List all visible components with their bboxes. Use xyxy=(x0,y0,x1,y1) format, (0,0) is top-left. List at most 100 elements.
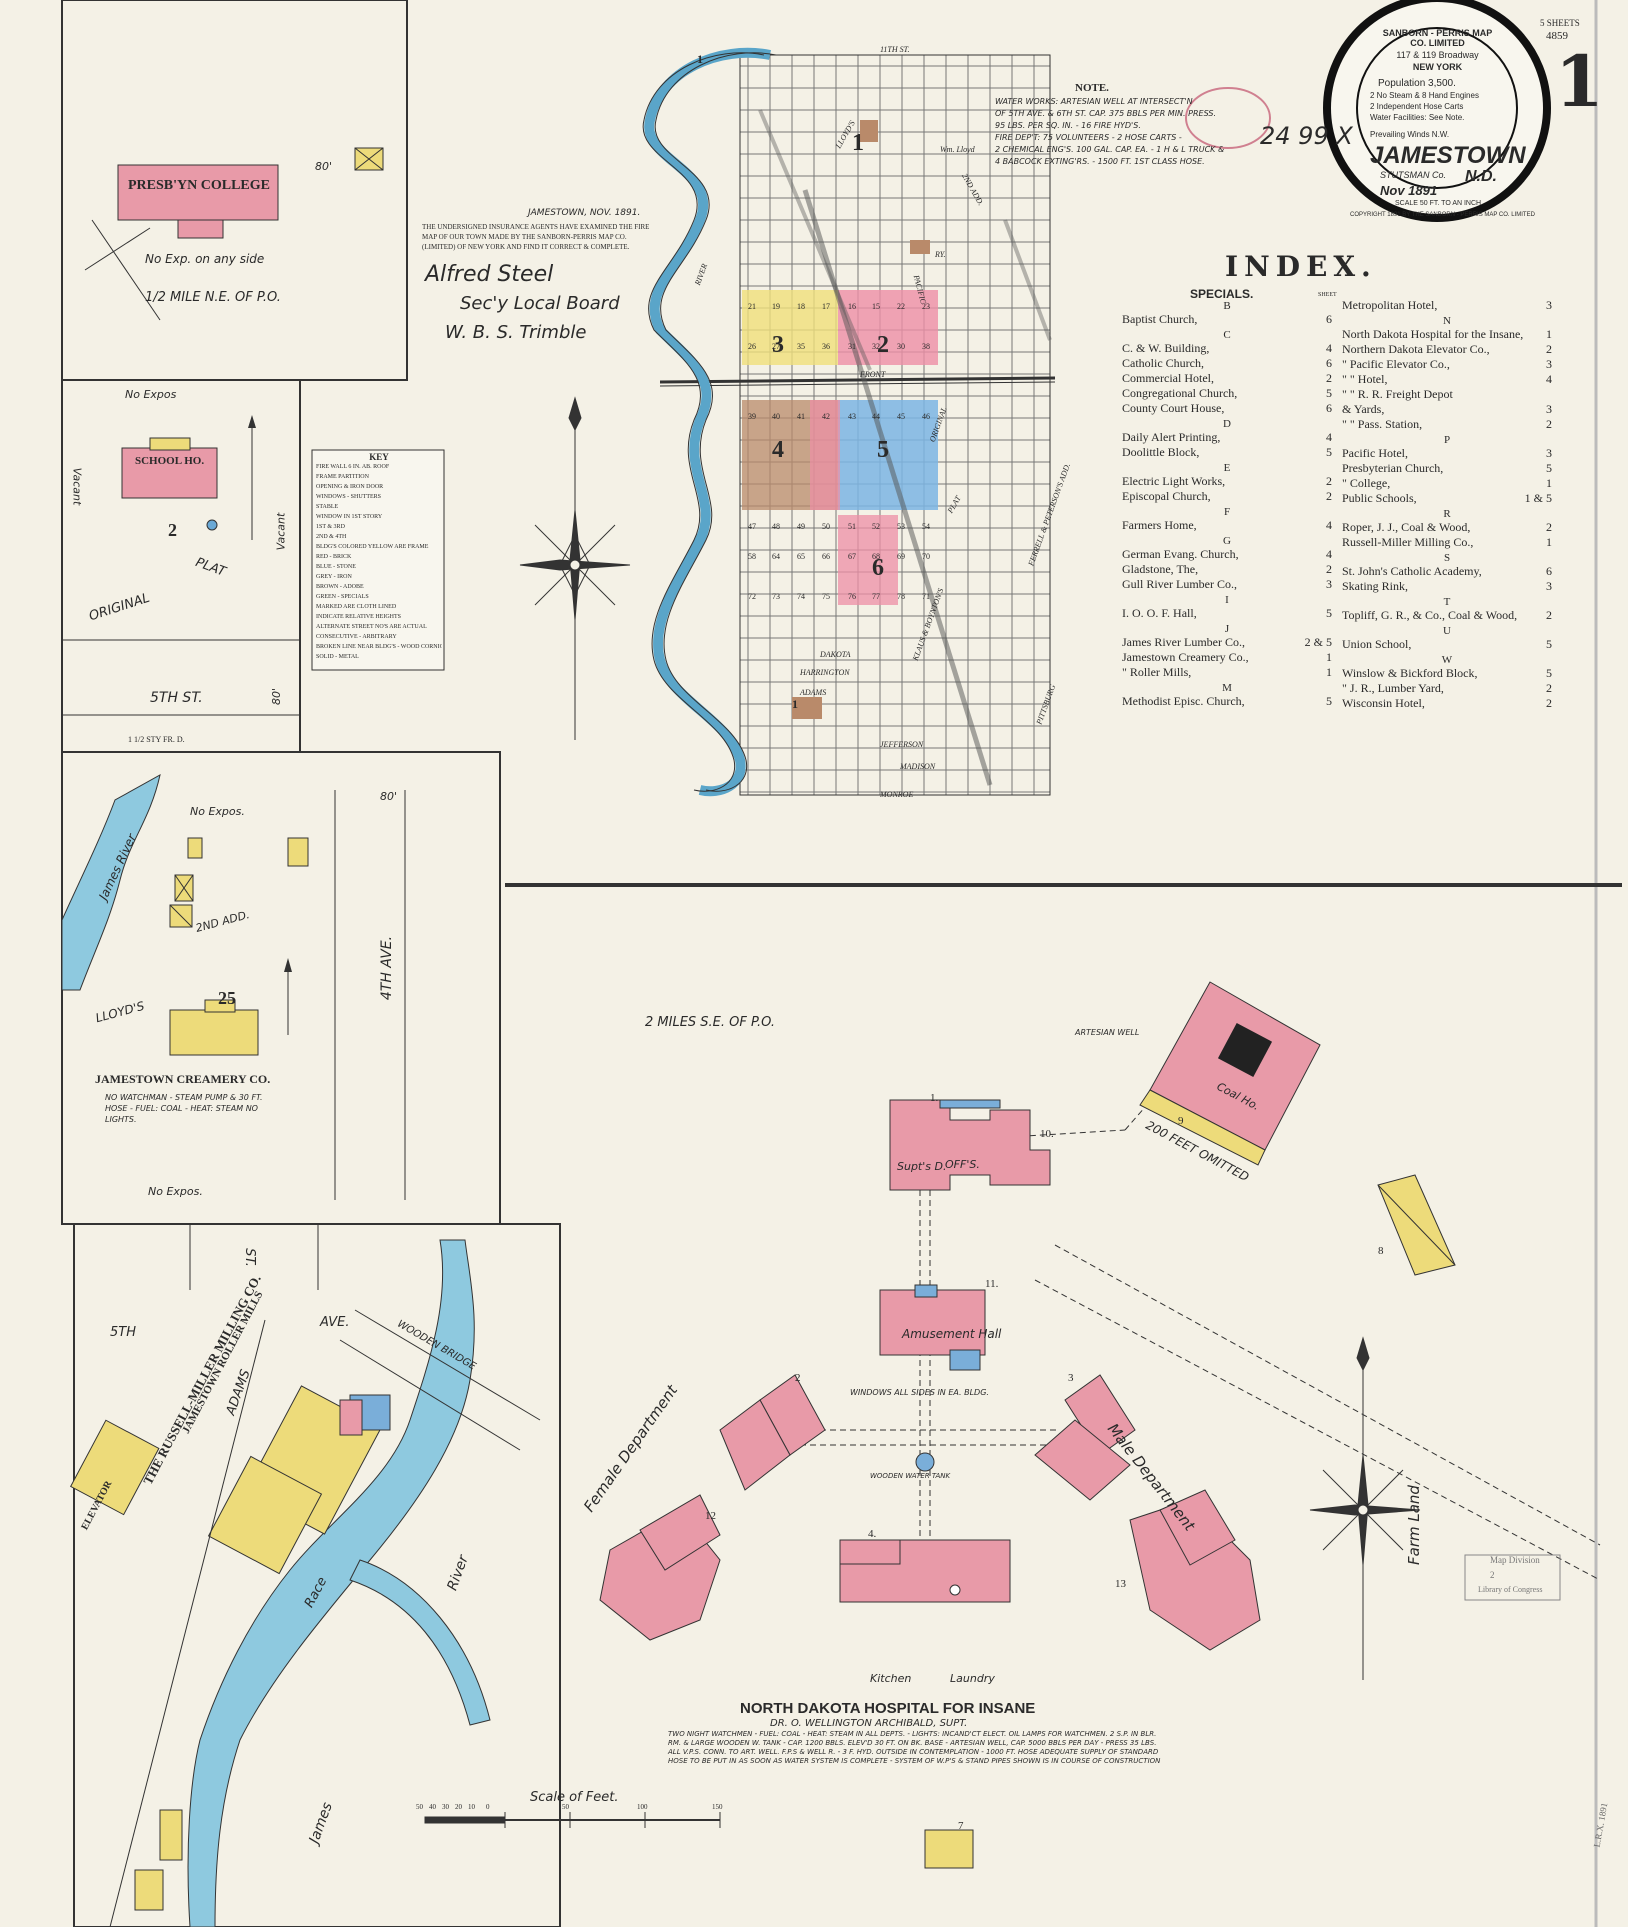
index-entry-name: Congregational Church, xyxy=(1122,386,1238,400)
index-row: Winslow & Bickford Block, 5 xyxy=(1342,666,1552,681)
key-item: 1ST & 3RD xyxy=(316,524,345,530)
key-map-block-number: 75 xyxy=(822,592,830,601)
water-tank-label: WOODEN WATER TANK xyxy=(870,1472,951,1480)
index-entry-sheet: 4 xyxy=(1546,372,1552,386)
school-building xyxy=(62,415,300,716)
index-row: Wisconsin Hotel,2 xyxy=(1342,696,1552,711)
creamery-no-expos-top: No Expos. xyxy=(190,805,245,818)
key-item: BROWN - ADOBE xyxy=(316,584,364,590)
stamp-line3: Library of Congress xyxy=(1478,1585,1543,1594)
key-map-block-number: 39 xyxy=(748,412,756,421)
key-map-sheet-number: 2 xyxy=(877,332,889,358)
key-map-block-number: 78 xyxy=(897,592,905,601)
index-row: Doolittle Block,5 xyxy=(1122,445,1332,460)
key-map-block-number: 40 xyxy=(772,412,780,421)
index-entry-sheet: 1 xyxy=(1546,327,1552,341)
index-entry-sheet: 6 xyxy=(1546,564,1552,578)
index-letter: C xyxy=(1223,329,1231,341)
index-entry-sheet: 2 xyxy=(1546,417,1552,431)
index-row: " College,1 xyxy=(1342,476,1552,491)
index-entry-name: Northern Dakota Elevator Co., xyxy=(1342,342,1490,356)
creamery-no-expos-bottom: No Expos. xyxy=(148,1185,203,1198)
scale-tick-label: 40 xyxy=(429,1803,436,1811)
index-entry-sheet: 3 xyxy=(1326,577,1332,591)
index-letter: E xyxy=(1223,462,1231,474)
index-row: Gull River Lumber Co.,3 xyxy=(1122,577,1332,592)
fourth-ave-label: 4TH AVE. xyxy=(379,935,396,1001)
index-entry-name: Topliff, G. R., & Co., Coal & Wood, xyxy=(1342,608,1518,622)
index-entry-name: St. John's Catholic Academy, xyxy=(1342,564,1482,578)
key-map-sheet-number: 3 xyxy=(772,332,784,358)
seal-population: Population 3,500. xyxy=(1378,78,1456,89)
index-sheet-label: SHEET xyxy=(1318,292,1337,298)
index-specials-label: SPECIALS. xyxy=(1190,287,1254,301)
sheet-number: 1 xyxy=(1555,40,1604,123)
key-map-block-number: 68 xyxy=(872,552,880,561)
index-entry-name: North Dakota Hospital for the Insane, xyxy=(1342,327,1524,341)
index-entry-name: Daily Alert Printing, xyxy=(1122,430,1221,444)
college-label: PRESB'YN COLLEGE xyxy=(128,178,270,193)
index-row: " " Pass. Station, 2 xyxy=(1342,417,1552,432)
key-map-block-number: 35 xyxy=(797,342,805,351)
index-entry-name: " " Pass. Station, xyxy=(1342,417,1423,431)
key-item: MARKED ARE CLOTH LINED xyxy=(316,604,397,610)
index-row: & Yards,3 xyxy=(1342,402,1552,417)
school-number: 2 xyxy=(168,520,177,540)
vacant-label-left: Vacant xyxy=(70,467,84,506)
index-row: Congregational Church,5 xyxy=(1122,386,1332,401)
index-row: Methodist Episc. Church,5 xyxy=(1122,694,1332,709)
key-heading: KEY xyxy=(369,452,389,462)
key-map-sheet-number: 4 xyxy=(772,437,784,463)
artesian-well-label: ARTESIAN WELL xyxy=(1075,1028,1140,1037)
college-dim: 80' xyxy=(315,160,333,173)
index-entry-name: Public Schools, xyxy=(1342,491,1417,505)
index-entry-name: Metropolitan Hotel, xyxy=(1342,298,1438,312)
creamery-notes: NO WATCHMAN - STEAM PUMP & 30 FT. HOSE -… xyxy=(105,1093,263,1124)
amusement-hall-label: Amusement Hall xyxy=(902,1327,1002,1341)
index-entry-sheet: 5 xyxy=(1326,694,1332,708)
index-entry-sheet: 6 xyxy=(1326,312,1332,326)
index-entry-sheet: 2 xyxy=(1326,371,1332,385)
hospital-building-number: 13 xyxy=(1115,1578,1126,1590)
seal-address: 117 & 119 Broadway xyxy=(1396,50,1479,60)
signature-title: Sec'y Local Board xyxy=(460,293,620,314)
index-letter: M xyxy=(1222,682,1232,694)
fifth-street-label: 5TH ST. xyxy=(150,690,203,706)
key-map-street-label: MADISON xyxy=(900,762,936,771)
index-entry-sheet: 6 xyxy=(1326,356,1332,370)
school-label: SCHOOL HO. xyxy=(135,455,205,467)
hospital-building-number: 12 xyxy=(705,1510,716,1522)
scale-tick-label: 150 xyxy=(712,1803,723,1811)
index-row: Daily Alert Printing,4 xyxy=(1122,430,1332,445)
hospital-building-number: 2 xyxy=(795,1372,801,1384)
seal-date: Nov 1891 xyxy=(1380,183,1438,198)
key-map-block-number: 49 xyxy=(797,522,805,531)
key-map-street-label: MONROE xyxy=(880,790,914,799)
key-map-block-number: 71 xyxy=(922,592,930,601)
offices-label: OFF'S. xyxy=(945,1158,980,1171)
scale-tick-label: 0 xyxy=(486,1803,490,1811)
index-entry-sheet: 1 xyxy=(1326,665,1332,679)
index-row: County Court House,6 xyxy=(1122,401,1332,416)
key-item: BLDG'S COLORED YELLOW ARE FRAME xyxy=(316,544,429,550)
index-entry-sheet: 5 xyxy=(1546,666,1552,680)
note-line: WATER WORKS: ARTESIAN WELL AT INTERSECT'… xyxy=(995,97,1193,106)
index-entry-sheet: 2 xyxy=(1546,681,1552,695)
index-letter: B xyxy=(1223,300,1231,312)
library-stamp-box xyxy=(1464,1554,1561,1601)
seal-steam: 2 No Steam & 8 Hand Engines xyxy=(1370,91,1479,100)
index-entry-sheet: 4 xyxy=(1326,547,1332,561)
key-map-block-number: 36 xyxy=(822,342,830,351)
index-row: Gladstone, The,2 xyxy=(1122,562,1332,577)
index-entry-name: Roper, J. J., Coal & Wood, xyxy=(1342,520,1471,534)
index-entry-sheet: 2 xyxy=(1546,696,1552,710)
index-entry-name: Winslow & Bickford Block, xyxy=(1342,666,1478,680)
key-map-sheet-number: 1 xyxy=(852,130,864,156)
index-entry-name: Catholic Church, xyxy=(1122,356,1204,370)
laundry-label: Laundry xyxy=(950,1672,995,1685)
key-map-street-label: Wm. Lloyd xyxy=(940,145,975,154)
index-row: C. & W. Building,4 xyxy=(1122,341,1332,356)
note-line: 4 BABCOCK EXTING'RS. - 1500 FT. 1ST CLAS… xyxy=(995,157,1205,166)
scale-tick-label: 50 xyxy=(416,1803,423,1811)
key-map-block-number: 38 xyxy=(922,342,930,351)
